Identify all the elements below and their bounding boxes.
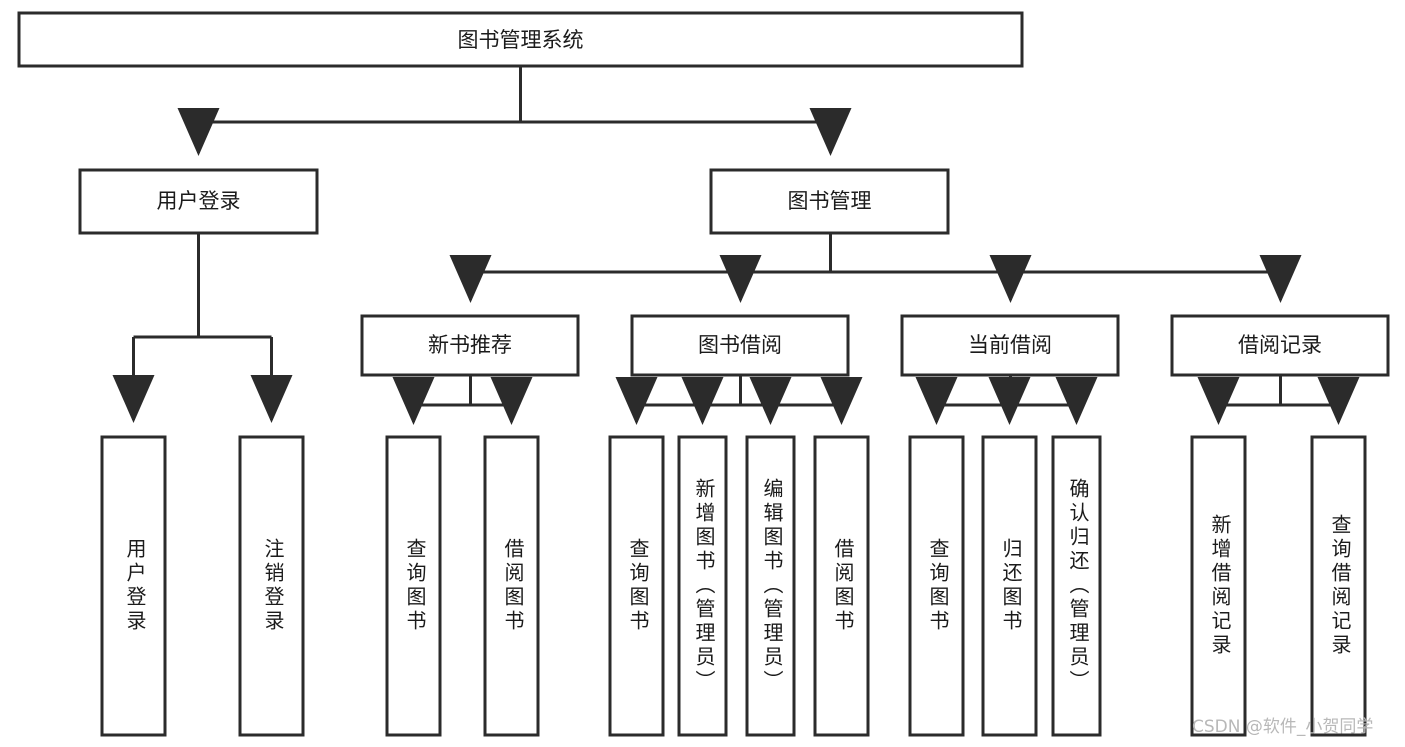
leaf-boxes-group [100,435,1367,737]
node-user-login[interactable]: 用户登录 [78,168,319,235]
node-borrow-record[interactable]: 借阅记录 [1170,314,1390,377]
node-root-box [17,11,1024,68]
node-book-manage-label: 图书管理 [788,189,872,213]
node-book-manage[interactable]: 图书管理 [709,168,950,235]
leaf-query-book-3-label: 查询图书 [926,538,950,634]
leaf-query-book-1-box[interactable] [385,435,442,737]
leaf-add-book-admin-box[interactable] [677,435,728,737]
node-book-borrow-box [630,314,850,377]
leaf-query-book-1-label: 查询图书 [403,538,427,634]
leaf-borrow-book-1-label: 借阅图书 [501,538,525,634]
leaf-add-book-admin-label: 新增图书（管理员） [692,478,716,694]
node-new-book-recommend[interactable]: 新书推荐 [360,314,580,377]
node-user-login-label: 用户登录 [157,189,241,213]
node-book-manage-box [709,168,950,235]
leaf-add-borrow-record-box[interactable] [1190,435,1247,737]
node-new-book-recommend-label: 新书推荐 [428,333,512,357]
edges-group [112,66,1360,425]
csdn-watermark: CSDN @软件_小贺同学 [1192,717,1373,737]
node-root[interactable]: 图书管理系统 [17,11,1024,68]
leaf-user-login-box[interactable] [100,435,167,737]
node-current-borrow-label: 当前借阅 [968,333,1052,357]
leaf-borrow-book-2-label: 借阅图书 [831,538,855,634]
leaf-return-book-label: 归还图书 [999,538,1023,634]
leaf-user-login-label: 用户登录 [123,538,147,634]
node-root-label: 图书管理系统 [458,28,584,52]
node-user-login-box [78,168,319,235]
leaf-edit-book-admin-label: 编辑图书（管理员） [760,478,784,694]
leaf-logout-box[interactable] [238,435,305,737]
leaf-confirm-return-admin-box[interactable] [1051,435,1102,737]
leaf-borrow-book-2-box[interactable] [813,435,870,737]
leaf-return-book-box[interactable] [981,435,1038,737]
leaf-add-borrow-record-label: 新增借阅记录 [1208,514,1232,658]
node-book-borrow[interactable]: 图书借阅 [630,314,850,377]
leaf-query-book-2-box[interactable] [608,435,665,737]
leaf-logout-label: 注销登录 [261,538,285,634]
node-borrow-record-label: 借阅记录 [1238,333,1322,357]
node-current-borrow[interactable]: 当前借阅 [900,314,1120,377]
node-borrow-record-box [1170,314,1390,377]
leaf-borrow-book-1-box[interactable] [483,435,540,737]
leaf-query-borrow-record-box[interactable] [1310,435,1367,737]
leaf-labels-group: 用户登录 注销登录 查询图书 借阅图书 查询图书 新增图书（管理员） 编辑图书（… [123,478,1352,694]
node-book-borrow-label: 图书借阅 [698,333,782,357]
leaf-query-book-2-label: 查询图书 [626,538,650,634]
leaf-edit-book-admin-box[interactable] [745,435,796,737]
node-current-borrow-box [900,314,1120,377]
leaf-query-borrow-record-label: 查询借阅记录 [1328,514,1352,658]
leaf-query-book-3-box[interactable] [908,435,965,737]
node-new-book-recommend-box [360,314,580,377]
leaf-confirm-return-admin-label: 确认归还（管理员） [1066,478,1090,694]
